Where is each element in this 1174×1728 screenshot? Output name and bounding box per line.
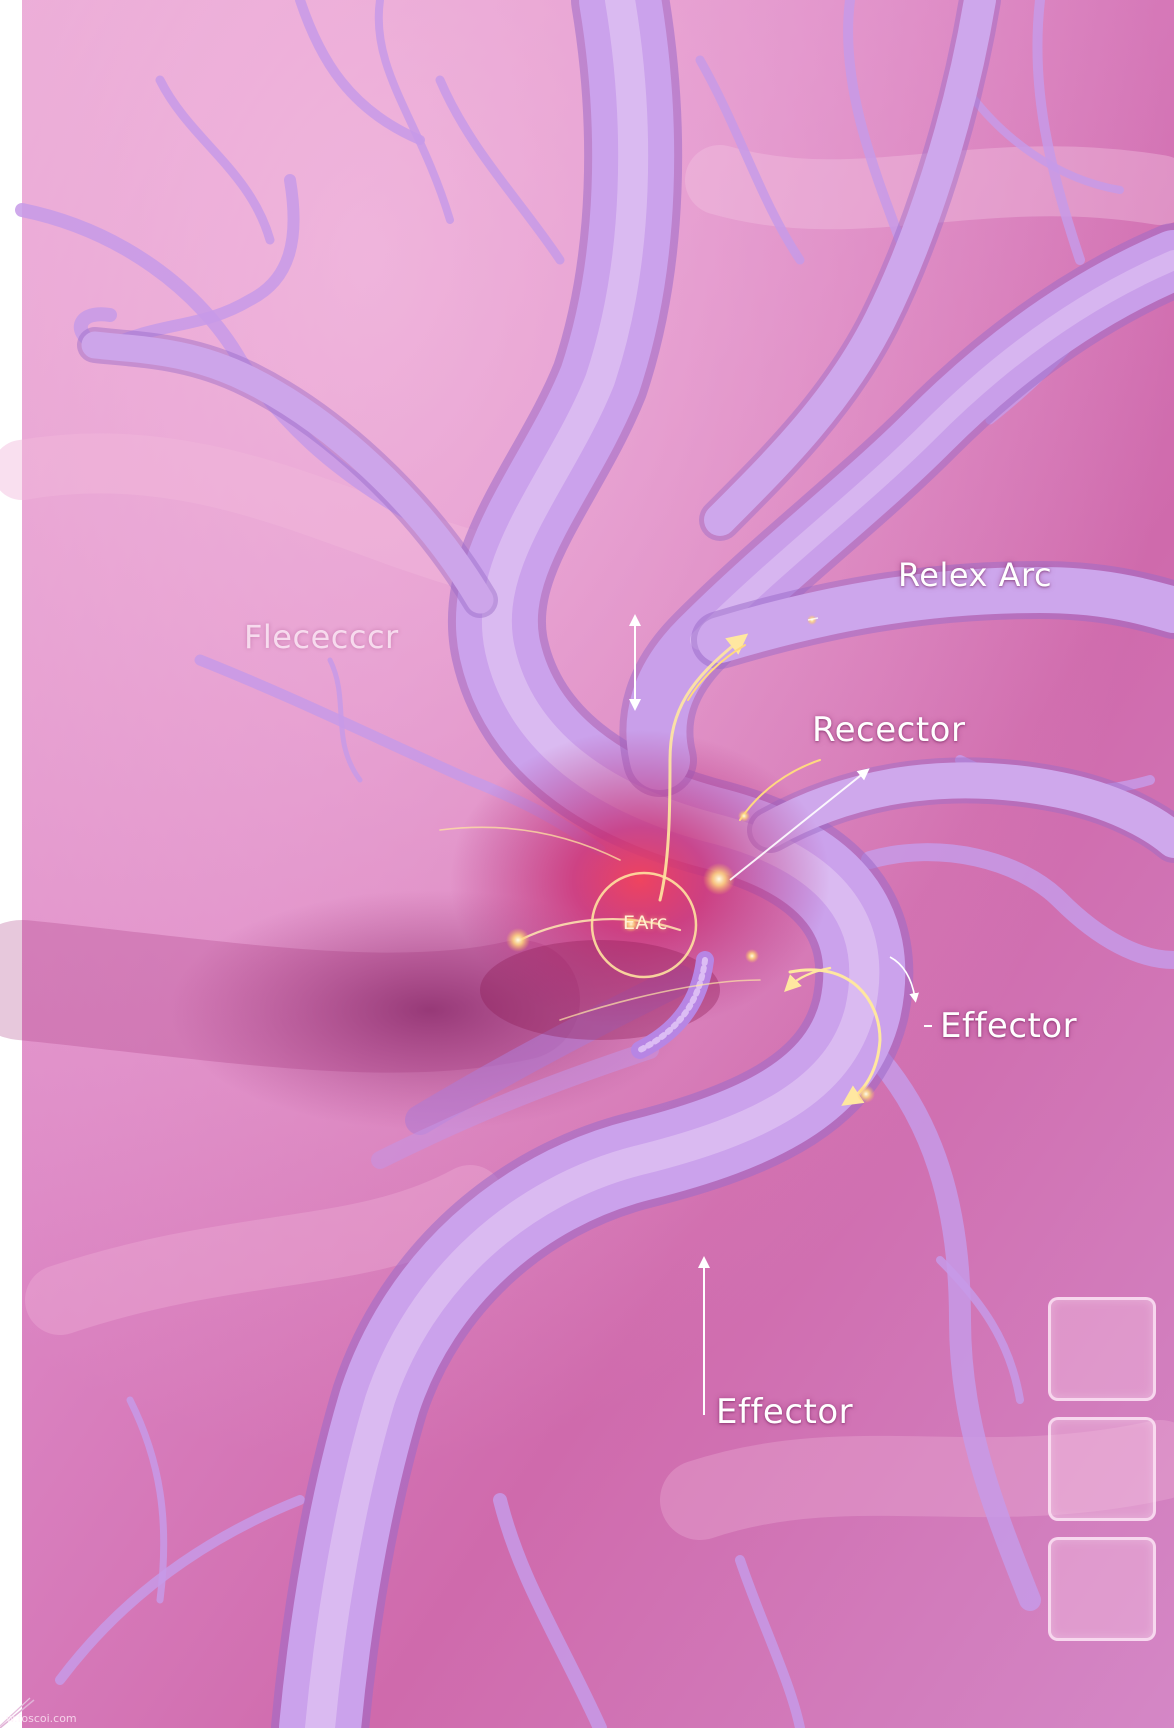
reflex-arc-label: Relex Arc <box>898 556 1052 594</box>
receptor-right-label: Recector <box>812 710 965 750</box>
side-panel-box[interactable] <box>1048 1297 1156 1401</box>
watermark-text: w.foscoi.com <box>6 1712 77 1725</box>
side-panel-box[interactable] <box>1048 1417 1156 1521</box>
effector-right-label: Effector <box>940 1006 1077 1046</box>
receptor-left-label: Flececccr <box>244 618 399 656</box>
side-panel-box[interactable] <box>1048 1537 1156 1641</box>
effector-bottom-label: Effector <box>716 1392 853 1432</box>
center-arc-label: EArc <box>623 912 668 934</box>
